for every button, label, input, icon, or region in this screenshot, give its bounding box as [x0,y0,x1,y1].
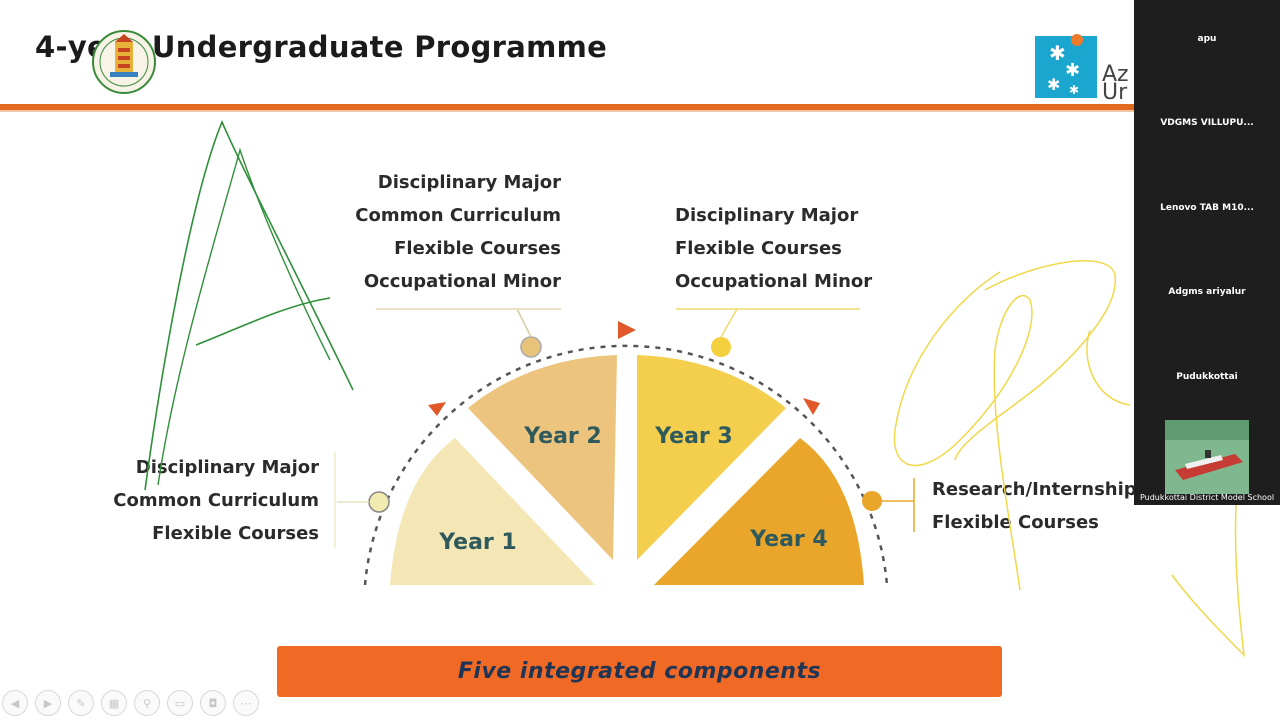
tamil-nadu-emblem [92,30,156,94]
next-icon[interactable]: ▶ [35,690,61,716]
title-divider [0,104,1134,110]
arrow-icon [803,398,820,415]
year3-component: Occupational Minor [675,271,872,292]
prev-icon[interactable]: ◀ [2,690,28,716]
handwritten-annotation [144,119,354,491]
banner-text: Five integrated components [457,659,822,684]
handwritten-annotation [954,260,1116,461]
year1-component: Disciplinary Major [136,457,319,478]
logo-text: Ur [1102,80,1128,105]
year2-sector [468,355,617,560]
year3-component: Disciplinary Major [675,205,858,226]
year2-component: Occupational Minor [364,271,561,292]
svg-text:✱: ✱ [1065,60,1080,81]
year4-marker [862,491,882,511]
logo-text: Az [1102,62,1129,87]
grid-icon[interactable]: ▦ [101,690,127,716]
year1-component: Common Curriculum [113,490,319,511]
year3-marker [711,337,731,357]
more-icon[interactable]: ⋯ [233,690,259,716]
subtitle-icon[interactable]: ▭ [167,690,193,716]
year2-component: Disciplinary Major [378,172,561,193]
year4-label: Year 4 [749,527,828,552]
university-logo: ✱ ✱ ✱ ✱ [1035,34,1097,98]
handwritten-annotation [195,297,331,346]
year1-marker [368,491,390,513]
presentation-slide: 4-year Undergraduate Programme ✱ ✱ ✱ ✱ A… [0,30,1134,716]
handwritten-annotation-continuation [1171,505,1246,658]
year2-label: Year 2 [523,424,602,449]
year2-component: Flexible Courses [394,238,561,259]
participant-name[interactable]: Adgms ariyalur [1168,287,1246,297]
arrow-icon [618,321,636,339]
participant-name[interactable]: Pudukkottai District Model School [1139,493,1275,502]
programme-diagram: Year 1 Year 2 Year 3 Year 4 Disciplinary… [113,119,1134,591]
participant-name[interactable]: Pudukkottai [1176,372,1238,382]
participant-name[interactable]: apu [1197,34,1217,44]
participant-name[interactable]: VDGMS VILLUPU... [1160,118,1254,128]
participant-name[interactable]: Lenovo TAB M10... [1160,203,1254,213]
year2-marker [520,336,542,358]
title-divider-shadow [0,110,1134,112]
year4-component: Research/Internship [932,479,1134,500]
participants-panel: apu VDGMS VILLUPU... Lenovo TAB M10... A… [1134,0,1280,505]
arrow-icon [428,402,446,416]
svg-text:✱: ✱ [1047,75,1060,94]
summary-banner: Five integrated components [277,646,1002,697]
participant-video-thumbnail[interactable] [1165,420,1249,494]
handwritten-annotation [893,271,1033,591]
year3-component: Flexible Courses [675,238,842,259]
svg-text:✱: ✱ [1069,83,1079,97]
year3-label: Year 3 [654,424,733,449]
handwritten-annotation [157,147,331,486]
year2-component: Common Curriculum [355,205,561,226]
timeline-arc [363,344,889,586]
year4-component: Flexible Courses [932,512,1099,533]
zoom-icon[interactable]: ⚲ [134,690,160,716]
presentation-toolbar: ◀ ▶ ✎ ▦ ⚲ ▭ ◘ ⋯ [2,690,259,716]
year3-sector [637,355,786,560]
svg-text:✱: ✱ [1049,41,1066,65]
pen-icon[interactable]: ✎ [68,690,94,716]
year4-sector [654,438,864,585]
year1-sector [390,438,595,585]
handwritten-annotation [1086,329,1131,406]
year1-label: Year 1 [438,530,517,555]
year1-component: Flexible Courses [152,523,319,544]
camera-icon[interactable]: ◘ [200,690,226,716]
